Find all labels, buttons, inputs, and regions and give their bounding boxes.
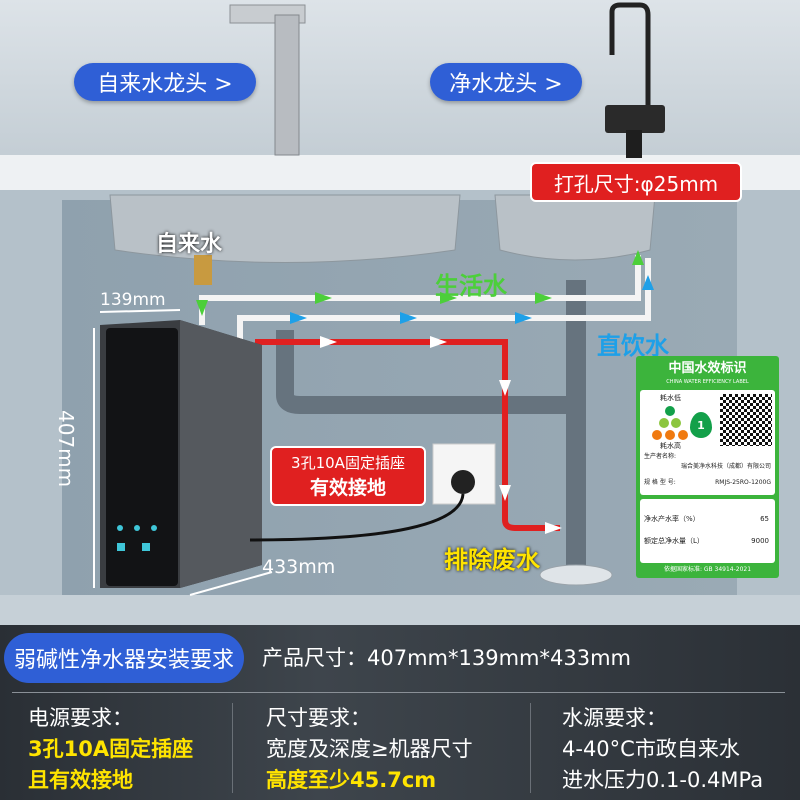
grade-drops-icon bbox=[652, 406, 688, 440]
drain-pipe-left bbox=[276, 330, 575, 414]
pure-water-faucet-base bbox=[626, 130, 642, 158]
waste-water-line bbox=[255, 339, 560, 531]
requirements-title: 弱碱性净水器安装要求 bbox=[4, 633, 244, 683]
column-divider bbox=[232, 703, 233, 793]
tap-water-faucet-label: 自来水龙头 > bbox=[74, 63, 256, 101]
grade-badge: 1 bbox=[690, 412, 712, 438]
standard-reference: 依据国家标准: GB 34914-2021 bbox=[663, 566, 752, 573]
depth-dimension: 433mm bbox=[262, 556, 336, 578]
pure-water-faucet-body bbox=[605, 105, 665, 133]
socket-callout-line2: 有效接地 bbox=[309, 477, 386, 499]
power-cable bbox=[249, 493, 465, 542]
pure-water-faucet-neck bbox=[609, 2, 651, 110]
qr-code[interactable] bbox=[720, 394, 772, 446]
power-line2: 且有效接地 bbox=[28, 768, 133, 792]
size-line1: 宽度及深度≥机器尺寸 bbox=[266, 737, 473, 761]
direct-drinking-water-label: 直饮水 bbox=[597, 332, 669, 360]
hole-size-badge: 打孔尺寸:φ25mm bbox=[530, 162, 742, 202]
water-line1: 4-40°C市政自来水 bbox=[562, 737, 740, 761]
socket-callout: 3孔10A固定插座 有效接地 bbox=[270, 446, 426, 506]
power-heading: 电源要求： bbox=[28, 706, 133, 730]
efficiency-label-subtitle: CHINA WATER EFFICIENCY LABEL bbox=[666, 379, 749, 385]
model-key: 规 格 型 号: bbox=[644, 479, 676, 486]
product-size: 产品尺寸：407mm*139mm*433mm bbox=[262, 646, 631, 670]
recovery-rate-value: 65 bbox=[760, 515, 769, 523]
size-requirements: 尺寸要求： 宽度及深度≥机器尺寸 高度至少45.7cm bbox=[266, 703, 473, 796]
green-flow-arrows bbox=[196, 250, 644, 316]
water-heading: 水源要求： bbox=[562, 706, 667, 730]
blue-flow-arrows bbox=[290, 275, 654, 324]
drain-pipe-vertical bbox=[566, 280, 586, 570]
total-volume-key: 额定总净水量（L） bbox=[644, 537, 704, 545]
purifier-control-icons bbox=[117, 525, 157, 551]
total-volume-value: 9000 bbox=[751, 537, 769, 545]
low-consumption-label: 耗水低 bbox=[660, 394, 681, 402]
right-sink-basin bbox=[494, 194, 656, 261]
white-flow-arrows bbox=[320, 336, 562, 534]
tap-water-inlet-label: 自来水 bbox=[156, 232, 223, 257]
installation-requirements-panel: 弱碱性净水器安装要求 产品尺寸：407mm*139mm*433mm 电源要求： … bbox=[0, 625, 800, 800]
floor-drain bbox=[539, 564, 613, 586]
divider bbox=[12, 692, 785, 693]
efficiency-label-title: 中国水效标识 bbox=[668, 361, 747, 376]
pure-water-faucet-label: 净水龙头 > bbox=[430, 63, 582, 101]
height-dimension: 407mm bbox=[54, 410, 78, 488]
purifier-front-panel bbox=[106, 328, 178, 586]
water-line2: 进水压力0.1-0.4MPa bbox=[562, 768, 764, 792]
cabinet-floor bbox=[0, 595, 800, 625]
power-requirements: 电源要求： 3孔10A固定插座 且有效接地 bbox=[28, 703, 193, 796]
water-source-requirements: 水源要求： 4-40°C市政自来水 进水压力0.1-0.4MPa bbox=[562, 703, 763, 796]
column-divider bbox=[530, 703, 531, 793]
recovery-rate-key: 净水产水率（%） bbox=[644, 515, 700, 523]
left-sink-basin bbox=[109, 194, 461, 263]
width-dimension-line bbox=[99, 309, 181, 313]
size-heading: 尺寸要求： bbox=[266, 706, 371, 730]
manufacturer-value: 瑞合美净水科技（成都）有限公司 bbox=[680, 463, 771, 470]
water-efficiency-label: 中国水效标识 CHINA WATER EFFICIENCY LABEL 耗水低 … bbox=[636, 356, 779, 578]
size-line2: 高度至少45.7cm bbox=[266, 768, 437, 792]
width-dimension: 139mm bbox=[100, 290, 166, 310]
domestic-water-label: 生活水 bbox=[435, 272, 507, 300]
high-consumption-label: 耗水高 bbox=[660, 442, 681, 450]
tap-faucet-body bbox=[274, 14, 300, 156]
manufacturer-key: 生产者名称: bbox=[644, 453, 677, 460]
socket-plug bbox=[451, 470, 475, 494]
power-line1: 3孔10A固定插座 bbox=[28, 737, 194, 761]
model-value: RMJS-25RO-1200G bbox=[715, 479, 771, 486]
socket-callout-line1: 3孔10A固定插座 bbox=[291, 454, 405, 472]
inlet-valve bbox=[194, 255, 212, 285]
waste-water-label: 排除废水 bbox=[444, 546, 540, 574]
depth-dimension-line bbox=[189, 571, 273, 596]
